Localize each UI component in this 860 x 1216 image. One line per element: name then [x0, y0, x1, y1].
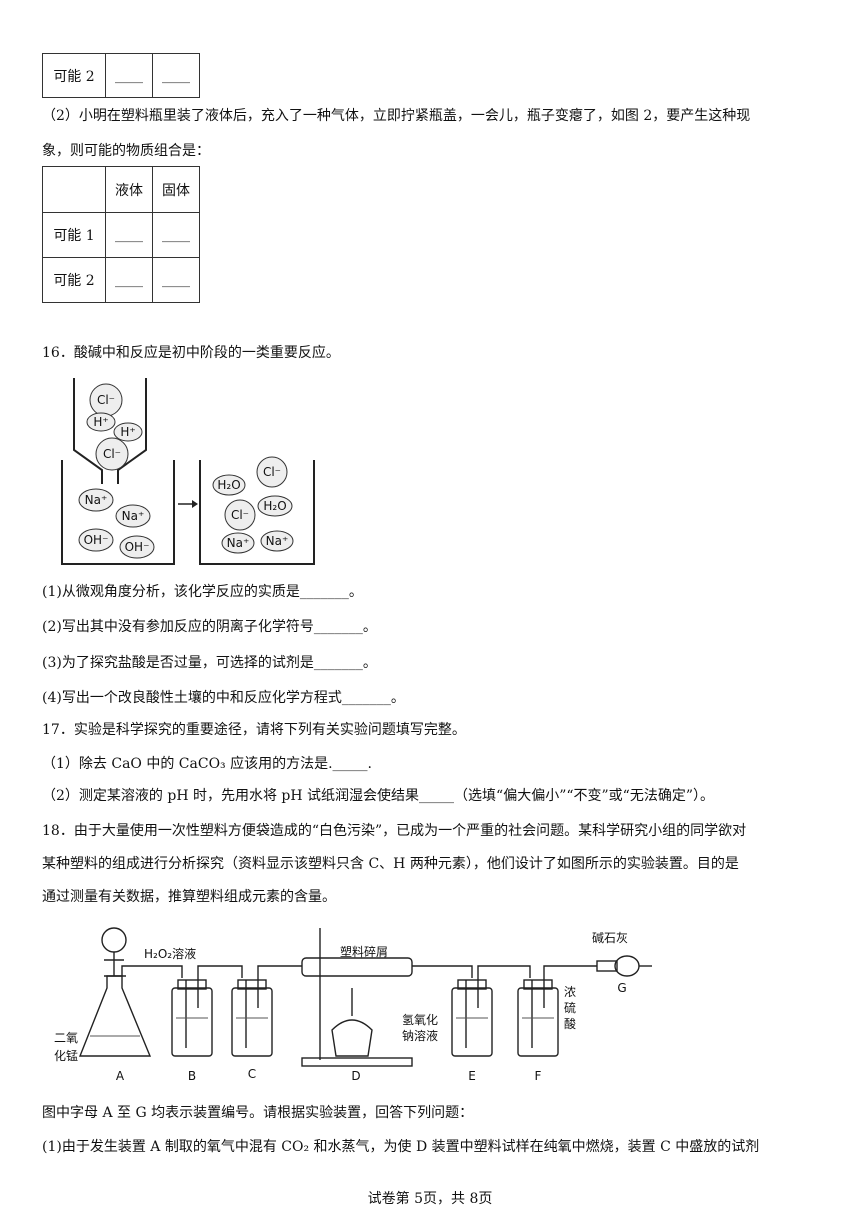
question-16-item: (1)从微观角度分析，该化学反应的实质是_______。 [42, 584, 363, 600]
table-cell-blank: ____ [152, 257, 200, 303]
question-16-item: (3)为了探究盐酸是否过量，可选择的试剂是_______。 [42, 655, 377, 671]
table-cell-blank: ____ [152, 53, 200, 98]
label-h2o2: H₂O₂溶液 [144, 946, 196, 961]
apparatus-label: G [617, 981, 626, 995]
table-cell-blank: ____ [105, 53, 153, 98]
table-cell-blank: ____ [105, 257, 153, 303]
question-18-item: (1)由于发生装置 A 制取的氧气中混有 CO₂ 和水蒸气，为使 D 装置中塑料… [42, 1139, 760, 1155]
ion-label: Na⁺ [122, 509, 145, 523]
question-text: 象，则可能的物质组合是： [42, 143, 210, 159]
apparatus-label: D [351, 1069, 360, 1083]
label-mno2: 二氧 [54, 1031, 78, 1045]
table-row-label: 可能 1 [42, 212, 106, 258]
apparatus-label: C [248, 1067, 256, 1081]
neutralization-diagram: Cl⁻ H⁺ H⁺ Cl⁻ Na⁺ Na⁺ OH⁻ OH⁻ H₂O Cl⁻ Cl… [61, 378, 315, 565]
table-header [42, 166, 106, 213]
question-17-item: （1）除去 CaO 中的 CaCO₃ 应该用的方法是._____. [42, 756, 373, 772]
ion-label: Na⁺ [227, 536, 250, 550]
question-18-stem: 18．由于大量使用一次性塑料方便袋造成的“白色污染”，已成为一个严重的社会问题。… [42, 823, 747, 839]
table-cell-blank: ____ [152, 212, 200, 258]
ion-label: Cl⁻ [97, 393, 115, 407]
question-16-item: (2)写出其中没有参加反应的阴离子化学符号_______。 [42, 619, 377, 635]
table-cell-blank: ____ [105, 212, 153, 258]
table-header: 液体 [105, 166, 153, 213]
question-18-stem: 某种塑料的组成进行分析探究（资料显示该塑料只含 C、H 两种元素），他们设计了如… [42, 856, 739, 872]
label-naoh: 氢氧化 [402, 1012, 438, 1027]
table-row-label: 可能 2 [42, 257, 106, 303]
apparatus-label: F [535, 1069, 542, 1083]
molecule-label: H₂O [263, 499, 286, 513]
ion-label: OH⁻ [125, 540, 150, 554]
ion-label: Cl⁻ [263, 465, 281, 479]
question-text: （2）小明在塑料瓶里装了液体后，充入了一种气体，立即拧紧瓶盖，一会儿，瓶子变瘪了… [42, 108, 751, 124]
apparatus-diagram: H₂O₂溶液 二氧 化锰 塑料碎屑 碱石灰 氢氧化 钠溶液 浓 硫 酸 A B … [54, 927, 652, 1083]
ion-label: Cl⁻ [231, 508, 249, 522]
question-17-stem: 17．实验是科学探究的重要途径，请将下列有关实验问题填写完整。 [42, 722, 466, 738]
question-18-stem: 通过测量有关数据，推算塑料组成元素的含量。 [42, 889, 336, 905]
question-16-stem: 16．酸碱中和反应是初中阶段的一类重要反应。 [42, 345, 340, 361]
label-acid: 酸 [564, 1016, 576, 1031]
apparatus-label: B [188, 1069, 196, 1083]
question-16-item: (4)写出一个改良酸性土壤的中和反应化学方程式_______。 [42, 690, 405, 706]
label-plastic: 塑料碎屑 [340, 944, 388, 959]
ion-label: H⁺ [120, 425, 135, 439]
question-17-item: （2）测定某溶液的 pH 时，先用水将 pH 试纸润湿会使结果_____（选填“… [42, 788, 714, 804]
molecule-label: H₂O [217, 478, 240, 492]
ion-label: Cl⁻ [103, 447, 121, 461]
label-mno2: 化锰 [54, 1048, 78, 1063]
apparatus-label: A [116, 1069, 125, 1083]
ion-label: Na⁺ [266, 534, 289, 548]
label-acid: 硫 [564, 1000, 576, 1015]
label-soda-lime: 碱石灰 [592, 931, 628, 945]
answer-table: 液体 固体 可能 1 ____ ____ 可能 2 ____ ____ [42, 166, 200, 303]
label-naoh: 钠溶液 [402, 1028, 438, 1043]
label-acid: 浓 [564, 985, 576, 999]
ion-label: H⁺ [93, 415, 108, 429]
answer-table-top: 可能 2 ____ ____ [42, 53, 200, 98]
table-row-label: 可能 2 [42, 53, 106, 98]
ion-label: OH⁻ [84, 533, 109, 547]
table-header: 固体 [152, 166, 200, 213]
ion-label: Na⁺ [85, 493, 108, 507]
page-footer: 试卷第 5页，共 8页 [367, 1191, 493, 1207]
question-18-text: 图中字母 A 至 G 均表示装置编号。请根据实验装置，回答下列问题： [42, 1105, 474, 1121]
apparatus-label: E [468, 1069, 476, 1083]
